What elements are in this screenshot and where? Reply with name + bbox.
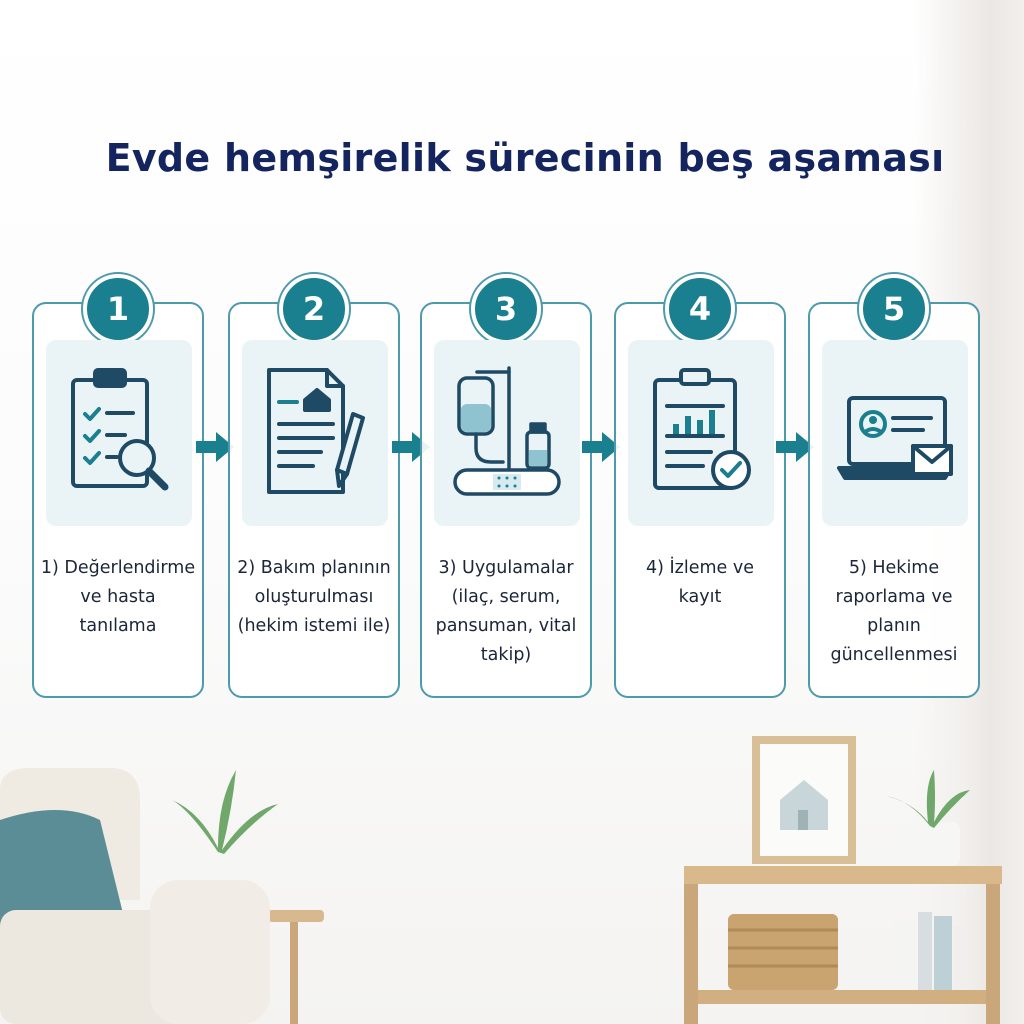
step-card-5: 5 5) Hekime raporlama ve planın güncelle… xyxy=(808,274,980,698)
step-card-2: 2 2) Bakım planının oluşturulması (hekim… xyxy=(228,274,400,698)
step-icon-tile-5 xyxy=(822,340,968,526)
shelf-with-frame-and-plant-illustration xyxy=(684,736,1002,1024)
step-label-1: 1) Değerlendirme ve hasta tanılama xyxy=(40,558,196,636)
step-label-2: 2) Bakım planının oluşturulması (hekim i… xyxy=(237,558,391,636)
monitoring-clipboard-chart-icon xyxy=(653,368,751,490)
step-label-3: 3) Uygulamalar (ilaç, serum, pansuman, v… xyxy=(435,558,577,665)
clipboard-magnifier-icon xyxy=(71,368,169,491)
arrow-right-icon xyxy=(196,432,234,462)
step-card-3: 3 3) Uygulamalar (ilaç, serum, pansuman,… xyxy=(420,274,592,698)
page-title: Evde hemşirelik sürecinin beş aşaması xyxy=(105,136,945,180)
step-label-4: 4) İzleme ve kayıt xyxy=(646,558,754,607)
care-plan-document-pen-icon xyxy=(267,368,365,494)
step-icon-tile-1 xyxy=(46,340,192,526)
arrow-right-icon xyxy=(776,432,814,462)
step-icon-tile-3 xyxy=(434,340,580,526)
step-icon-tile-2 xyxy=(242,340,388,526)
iv-drip-bandage-icon xyxy=(453,366,561,496)
arrow-right-icon xyxy=(582,432,620,462)
step-number-badge-1: 1 xyxy=(83,274,153,344)
step-icon-tile-4 xyxy=(628,340,774,526)
step-number-badge-2: 2 xyxy=(279,274,349,344)
step-number-badge-5: 5 xyxy=(859,274,929,344)
step-card-1: 1 1) Değerlendirme ve hasta tanılama xyxy=(32,274,204,698)
armchair-with-plant-illustration xyxy=(0,768,324,1024)
laptop-report-envelope-icon xyxy=(837,396,953,480)
step-number-badge-4: 4 xyxy=(665,274,735,344)
step-number-badge-3: 3 xyxy=(471,274,541,344)
step-label-5: 5) Hekime raporlama ve planın güncellenm… xyxy=(830,558,958,665)
step-card-4: 4 4) İzleme ve kayıt xyxy=(614,274,786,698)
